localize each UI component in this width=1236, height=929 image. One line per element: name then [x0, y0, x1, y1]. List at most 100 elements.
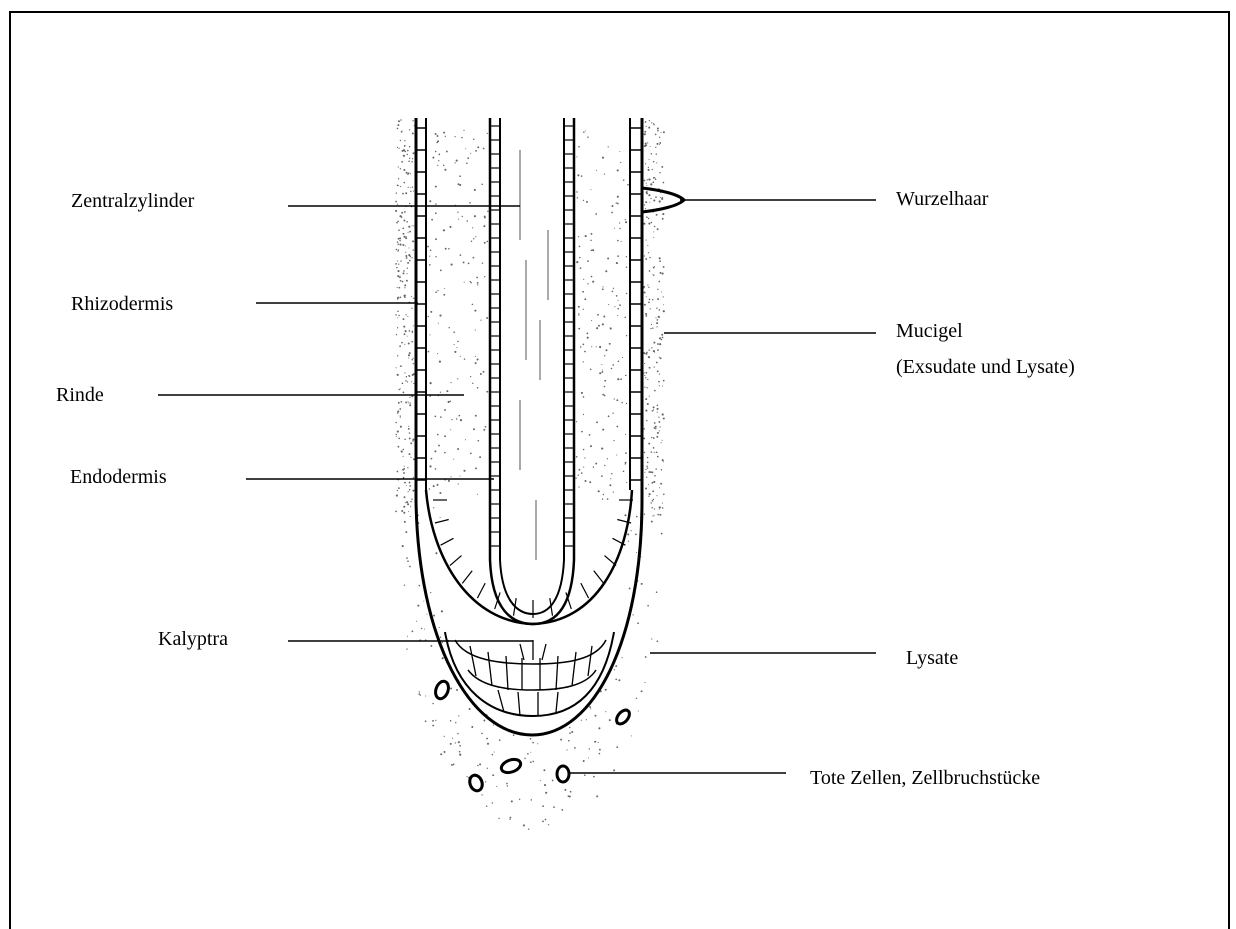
stipple-dot	[423, 601, 424, 602]
stipple-dot	[410, 402, 411, 403]
stipple-dot	[604, 386, 605, 387]
stipple-dot	[587, 337, 589, 339]
stipple-dot	[452, 738, 453, 739]
stipple-dot	[404, 333, 406, 335]
stipple-dot	[429, 396, 430, 397]
stipple-dot	[481, 184, 483, 186]
stipple-dot	[396, 192, 397, 193]
stipple-dot	[412, 374, 414, 376]
stipple-dot	[663, 417, 665, 419]
stipple-dot	[435, 468, 437, 470]
stipple-dot	[659, 357, 660, 358]
cortex-arc-cell-wall	[450, 556, 462, 566]
stipple-dot	[451, 764, 453, 766]
stipple-dot	[609, 343, 611, 345]
stipple-dot	[403, 236, 405, 238]
stipple-dot	[441, 610, 443, 612]
stipple-dot	[645, 398, 647, 400]
stipple-dot	[579, 257, 581, 259]
stipple-dot	[425, 695, 426, 696]
stipple-dot	[605, 270, 607, 272]
stipple-dot	[444, 452, 446, 454]
stipple-dot	[405, 502, 406, 503]
stipple-dot	[653, 481, 655, 483]
stipple-dot	[459, 415, 461, 417]
stipple-dot	[652, 299, 653, 300]
stipple-dot	[658, 316, 660, 318]
stipple-dot	[552, 780, 554, 782]
stipple-dot	[650, 198, 651, 199]
stipple-dot	[400, 388, 401, 389]
stipple-dot	[404, 521, 406, 523]
stipple-dot	[530, 761, 532, 763]
stipple-dot	[404, 496, 406, 498]
stipple-dot	[618, 361, 620, 363]
stipple-dot	[645, 469, 646, 470]
stipple-dot	[590, 189, 591, 190]
stipple-dot	[404, 287, 405, 288]
stipple-dot	[578, 146, 580, 148]
stipple-dot	[616, 262, 618, 264]
stipple-dot	[412, 249, 414, 251]
stipple-dot	[533, 761, 535, 763]
stipple-dot	[663, 310, 665, 312]
stipple-dot	[409, 330, 411, 332]
stipple-dot	[653, 437, 654, 438]
stipple-dot	[527, 753, 529, 755]
stipple-dot	[579, 246, 581, 248]
stipple-dot	[545, 819, 547, 821]
leader-lines	[158, 200, 876, 773]
stipple-dot	[646, 477, 647, 478]
stipple-dot	[475, 236, 476, 237]
stipple-dot	[604, 174, 605, 175]
stipple-dot	[438, 445, 440, 447]
stipple-dot	[609, 719, 611, 721]
stipple-dot	[406, 172, 408, 174]
stipple-dot	[626, 266, 627, 267]
stipple-dot	[604, 465, 605, 466]
stipple-dot	[652, 500, 654, 502]
stipple-dot	[655, 196, 657, 198]
stipple-dot	[412, 332, 413, 333]
stipple-dot	[606, 349, 608, 351]
stipple-dot	[619, 151, 620, 152]
stipple-dot	[397, 221, 399, 223]
stipple-dot	[608, 304, 609, 305]
stipple-dot	[404, 140, 405, 141]
stipple-dot	[616, 746, 618, 748]
stipple-dot	[601, 371, 603, 373]
stipple-dot	[437, 290, 438, 291]
stipple-dot	[475, 362, 477, 364]
stipple-dot	[654, 452, 655, 453]
stipple-dot	[607, 258, 609, 260]
stipple-dot	[406, 485, 407, 486]
stipple-dot	[653, 231, 654, 232]
stipple-dot	[473, 257, 475, 259]
stipple-dot	[627, 184, 629, 186]
stipple-dot	[440, 392, 441, 393]
stipple-dot	[466, 162, 468, 164]
stipple-dot	[651, 638, 652, 639]
stipple-dot	[485, 781, 486, 782]
stipple-dot	[581, 175, 583, 177]
stipple-dot	[583, 467, 584, 468]
stipple-dot	[644, 180, 646, 182]
stipple-dot	[644, 363, 645, 364]
cortex-arc-cell-wall	[605, 556, 617, 566]
stipple-dot	[577, 197, 578, 198]
stipple-dot	[613, 491, 614, 492]
stipple-dot	[648, 252, 649, 253]
stipple-dot	[625, 452, 627, 454]
stipple-dot	[603, 494, 605, 496]
stipple-dot	[404, 151, 406, 153]
stipple-dot	[406, 273, 407, 274]
stipple-dot	[584, 298, 586, 300]
stipple-dot	[472, 383, 473, 384]
stipple-dot	[619, 304, 621, 306]
stipple-dot	[396, 495, 398, 497]
stipple-dot	[408, 402, 409, 403]
stipple-dot	[656, 591, 658, 593]
stipple-dot	[630, 530, 631, 531]
stipple-dot	[645, 656, 647, 658]
stipple-dot	[657, 130, 659, 132]
